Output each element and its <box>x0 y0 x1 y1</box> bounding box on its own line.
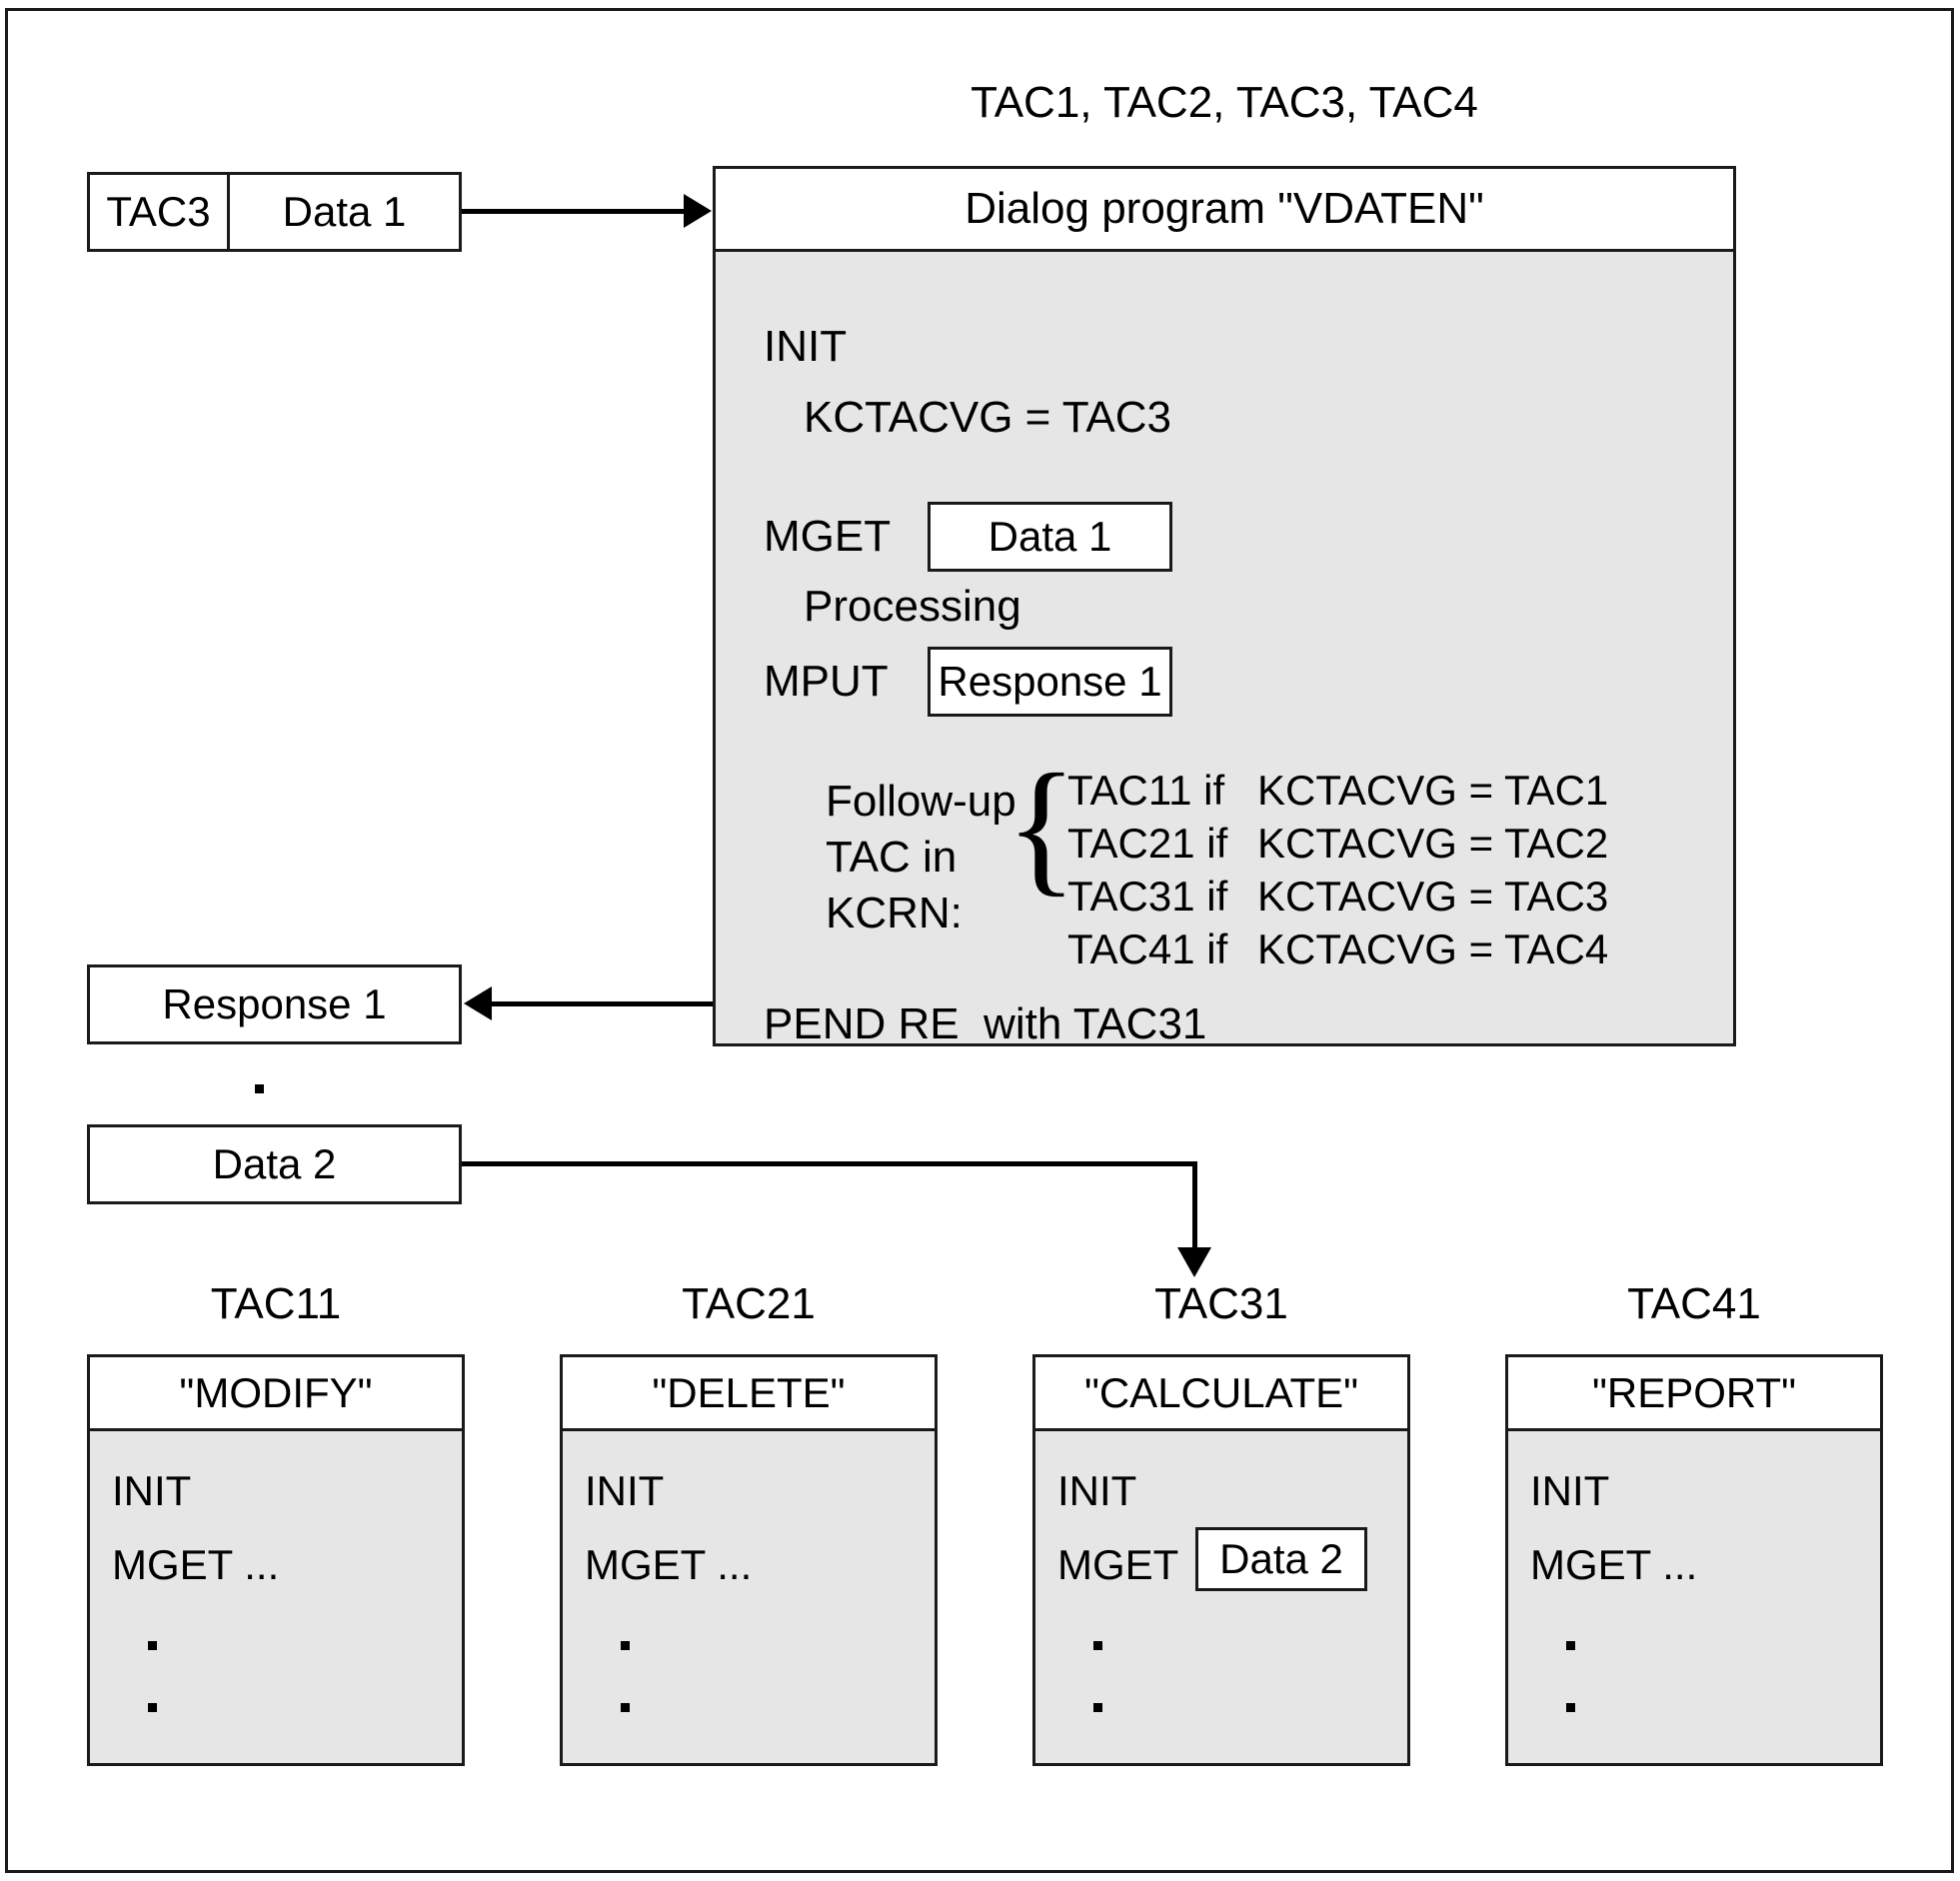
followup-program-1-init: INIT <box>585 1467 665 1514</box>
top-tac-list-label: TAC1, TAC2, TAC3, TAC4 <box>971 78 1478 127</box>
followup-program-2-body: INIT MGET Data 2 <box>1035 1431 1407 1763</box>
input-to-dialog-connector <box>462 209 686 214</box>
followup-program-2-dot-2 <box>1093 1703 1102 1712</box>
followup-program-2-init: INIT <box>1057 1467 1137 1514</box>
followup-label-line-1: Follow-up <box>826 777 1016 826</box>
dialog-program-header: Dialog program "VDATEN" <box>716 169 1733 252</box>
followup-row-1-tac: TAC21 if <box>1067 820 1228 867</box>
followup-program-1-name: "DELETE" <box>652 1368 846 1416</box>
followup-row-3-cond: KCTACVG = TAC4 <box>1257 926 1609 972</box>
dialog-mput-response-label: Response 1 <box>938 658 1162 705</box>
followup-program-1-tac-label: TAC21 <box>682 1279 816 1328</box>
dialog-mget-keyword: MGET <box>764 512 892 561</box>
dialog-mput-response-box: Response 1 <box>928 647 1172 717</box>
dialog-to-response-arrowhead <box>464 986 492 1020</box>
followup-program-0-dot-2 <box>148 1703 157 1712</box>
followup-program-1-dot-1 <box>621 1641 630 1650</box>
followup-row-0-tac: TAC11 if <box>1067 767 1225 814</box>
vertical-ellipsis-dot <box>255 1084 264 1093</box>
followup-program-2-mget: MGET <box>1057 1541 1179 1588</box>
dialog-program-body: INIT KCTACVG = TAC3 MGET Data 1 Processi… <box>716 252 1733 1047</box>
followup-program-0-dot-1 <box>148 1641 157 1650</box>
followup-row-3-tac: TAC41 if <box>1067 926 1228 972</box>
dialog-init-keyword: INIT <box>764 322 848 371</box>
data2-to-tac31-horizontal <box>462 1161 1197 1166</box>
followup-program-1-body: INIT MGET ... <box>563 1431 935 1763</box>
followup-program-3-name: "REPORT" <box>1591 1368 1797 1416</box>
followup-label-line-3: KCRN: <box>826 889 963 938</box>
followup-row-2-tac: TAC31 if <box>1067 873 1228 920</box>
followup-program-0-name: "MODIFY" <box>179 1368 373 1416</box>
followup-program-3-tac-label: TAC41 <box>1627 1279 1761 1328</box>
followup-row-2-cond: KCTACVG = TAC3 <box>1257 873 1609 920</box>
dialog-init-assignment: KCTACVG = TAC3 <box>804 393 1171 442</box>
followup-program-3-header: "REPORT" <box>1508 1357 1880 1431</box>
followup-program-2-name: "CALCULATE" <box>1083 1368 1359 1416</box>
response-output-box: Response 1 <box>87 964 462 1044</box>
followup-program-2-inset-label: Data 2 <box>1219 1535 1343 1582</box>
input-message-data-cell: Data 1 <box>230 175 459 249</box>
followup-program-3-dot-2 <box>1566 1703 1575 1712</box>
followup-program-3-mget: MGET ... <box>1530 1541 1698 1588</box>
followup-program-3-dot-1 <box>1566 1641 1575 1650</box>
followup-program-1-dot-2 <box>621 1703 630 1712</box>
input-message-tac-label: TAC3 <box>106 188 211 235</box>
dialog-program-box: Dialog program "VDATEN" INIT KCTACVG = T… <box>713 166 1736 1047</box>
followup-program-0-body: INIT MGET ... <box>90 1431 462 1763</box>
followup-program-1-mget: MGET ... <box>585 1541 753 1588</box>
followup-program-2-header: "CALCULATE" <box>1035 1357 1407 1431</box>
followup-program-1-header: "DELETE" <box>563 1357 935 1431</box>
followup-program-0-box: "MODIFY" INIT MGET ... <box>87 1354 465 1766</box>
followup-row-1-cond: KCTACVG = TAC2 <box>1257 820 1609 867</box>
dialog-mget-data-label: Data 1 <box>987 513 1112 560</box>
dialog-to-response-connector <box>492 1001 713 1006</box>
followup-program-1-box: "DELETE" INIT MGET ... <box>560 1354 938 1766</box>
input-message-data-label: Data 1 <box>282 188 407 235</box>
dialog-processing-label: Processing <box>804 582 1021 631</box>
followup-program-3-body: INIT MGET ... <box>1508 1431 1880 1763</box>
response-output-label: Response 1 <box>162 980 387 1027</box>
followup-program-2-inset-box: Data 2 <box>1195 1527 1367 1591</box>
input-message-tac-cell: TAC3 <box>90 175 230 249</box>
followup-row-0-cond: KCTACVG = TAC1 <box>1257 767 1609 814</box>
dialog-mget-data-box: Data 1 <box>928 502 1172 572</box>
followup-program-3-box: "REPORT" INIT MGET ... <box>1505 1354 1883 1766</box>
followup-program-0-header: "MODIFY" <box>90 1357 462 1431</box>
dialog-pend-label: PEND RE with TAC31 <box>764 999 1207 1048</box>
data2-box: Data 2 <box>87 1124 462 1204</box>
followup-program-2-tac-label: TAC31 <box>1154 1279 1288 1328</box>
data2-to-tac31-vertical <box>1192 1161 1197 1253</box>
dialog-program-title: Dialog program "VDATEN" <box>965 184 1484 233</box>
followup-label-line-2: TAC in <box>826 833 958 882</box>
data2-to-tac31-arrowhead <box>1177 1247 1211 1277</box>
input-message-box: TAC3 Data 1 <box>87 172 462 252</box>
dialog-mput-keyword: MPUT <box>764 657 889 706</box>
followup-program-2-box: "CALCULATE" INIT MGET Data 2 <box>1032 1354 1410 1766</box>
followup-program-0-tac-label: TAC11 <box>210 1279 342 1328</box>
followup-brace-icon: { <box>1005 744 1077 910</box>
followup-program-0-mget: MGET ... <box>112 1541 280 1588</box>
input-to-dialog-arrowhead <box>684 194 712 228</box>
data2-label: Data 2 <box>212 1140 337 1187</box>
followup-program-0-init: INIT <box>112 1467 192 1514</box>
followup-program-3-init: INIT <box>1530 1467 1610 1514</box>
followup-program-2-dot-1 <box>1093 1641 1102 1650</box>
